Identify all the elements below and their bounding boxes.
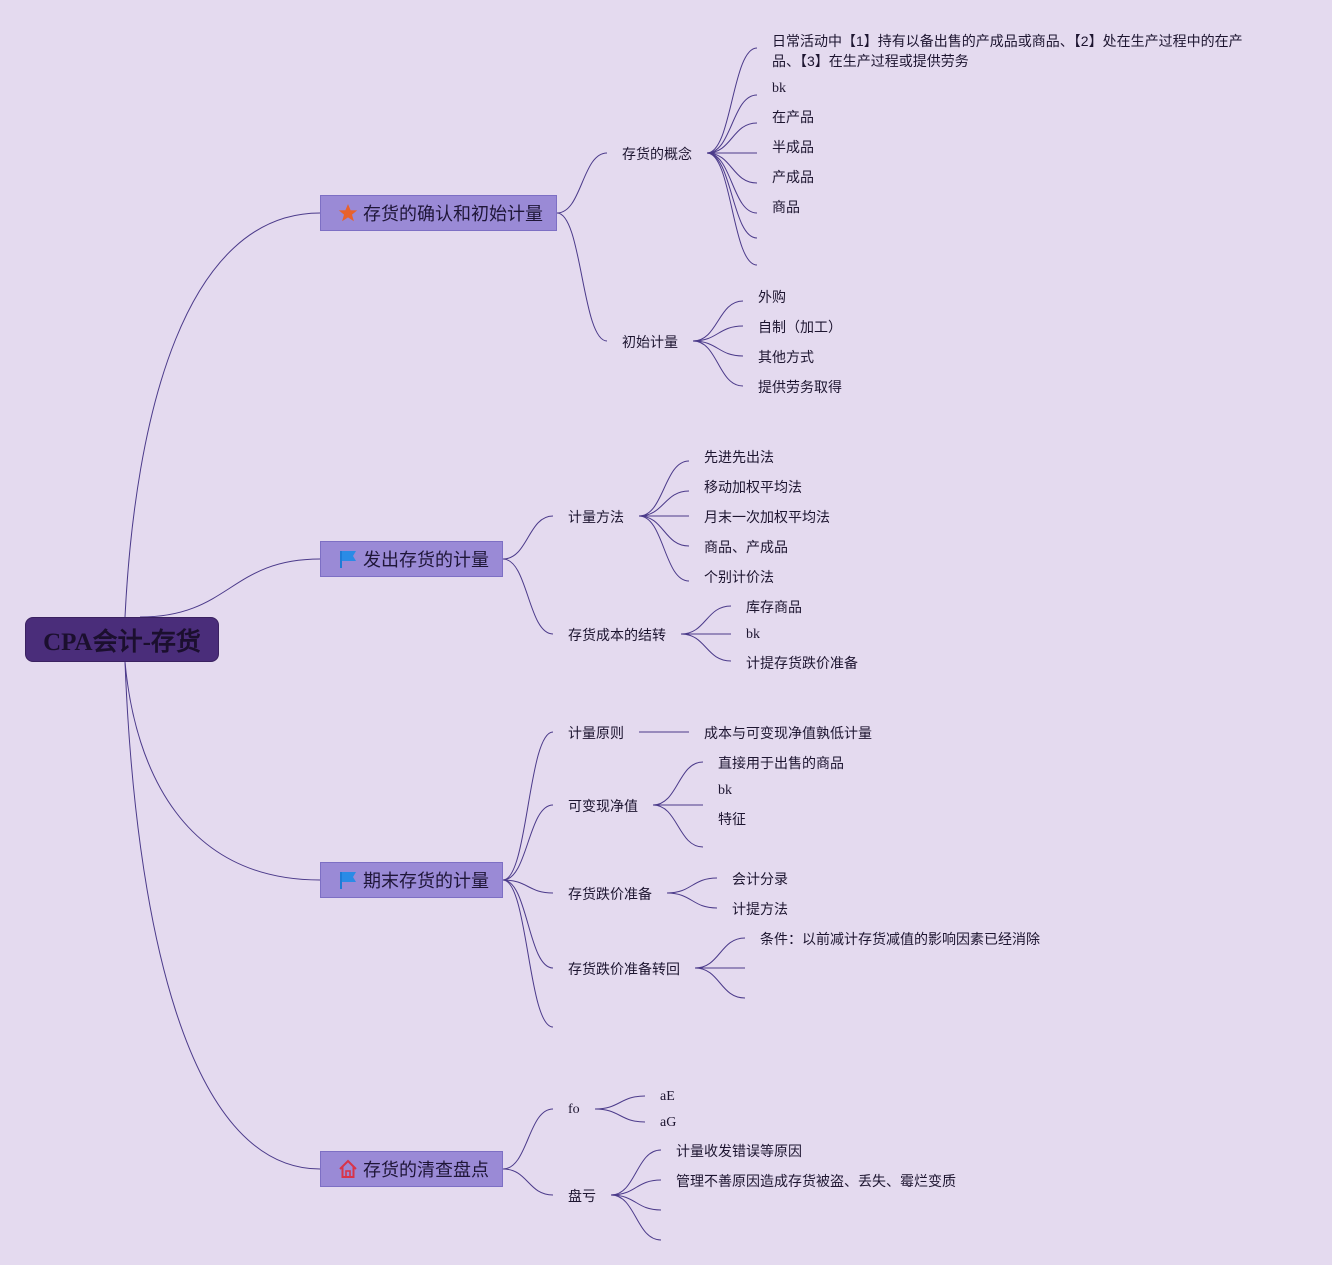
connector-line — [556, 152, 608, 214]
branch-node-period-end[interactable]: 期末存货的计量 — [320, 862, 503, 898]
home-icon — [337, 1158, 359, 1180]
sub-node[interactable]: 初始计量 — [622, 334, 678, 350]
branch-label: 存货的清查盘点 — [363, 1160, 489, 1180]
leaf-node[interactable]: 外购 — [758, 289, 786, 305]
sub-node[interactable]: 存货跌价准备转回 — [568, 961, 680, 977]
leaf-node[interactable]: bk — [746, 627, 760, 642]
connector-line — [706, 94, 758, 154]
branch-node-recognition[interactable]: 存货的确认和初始计量 — [320, 195, 557, 231]
leaf-node[interactable]: 商品 — [772, 199, 800, 215]
leaf-node[interactable]: 半成品 — [772, 139, 814, 155]
connector-line — [666, 892, 718, 909]
leaf-node[interactable]: aG — [660, 1115, 677, 1130]
connector-line — [610, 1194, 662, 1211]
leaf-node[interactable]: 管理不善原因造成存货被盗、丢失、霉烂变质 — [676, 1173, 956, 1189]
connector-line — [502, 879, 554, 1028]
connector-line — [610, 1179, 662, 1196]
connector-line — [638, 490, 690, 517]
root-connector — [124, 661, 321, 1170]
connector-line — [638, 515, 690, 582]
connector-line — [502, 1168, 554, 1196]
sub-node[interactable]: 存货跌价准备 — [568, 886, 652, 902]
branch-label: 发出存货的计量 — [363, 550, 489, 570]
connector-line — [502, 558, 554, 635]
leaf-node[interactable]: 日常活动中【1】持有以备出售的产成品或商品、【2】处在生产过程中的在产品、【3】… — [772, 33, 1243, 69]
connector-line — [610, 1194, 662, 1241]
sub-node[interactable]: 可变现净值 — [568, 798, 638, 814]
leaf-node[interactable]: 计提方法 — [732, 901, 788, 917]
connector-line — [706, 122, 758, 154]
leaf-node[interactable]: 商品、产成品 — [704, 539, 788, 555]
leaf-node[interactable]: 其他方式 — [758, 349, 814, 365]
sub-node[interactable]: 计量方法 — [568, 509, 624, 525]
connector-line — [594, 1095, 646, 1110]
root-connector — [124, 661, 321, 881]
connector-line — [706, 152, 758, 266]
flag-icon — [337, 869, 359, 891]
leaf-node[interactable]: 先进先出法 — [704, 449, 774, 465]
connector-line — [652, 804, 704, 848]
root-connector — [124, 212, 321, 618]
connector-line — [692, 325, 744, 342]
sub-node[interactable]: 存货成本的结转 — [568, 627, 666, 643]
connector-line — [638, 460, 690, 517]
flag-icon — [337, 548, 359, 570]
leaf-node[interactable]: 库存商品 — [746, 599, 802, 615]
connector-line — [694, 937, 746, 969]
connector-line — [680, 605, 732, 635]
leaf-node[interactable]: aE — [660, 1089, 675, 1104]
connector-line — [680, 633, 732, 662]
connector-line — [502, 879, 554, 969]
connector-line — [692, 300, 744, 342]
leaf-node[interactable]: 直接用于出售的商品 — [718, 755, 844, 771]
leaf-node[interactable]: 成本与可变现净值孰低计量 — [704, 725, 872, 741]
connector-line — [706, 152, 758, 214]
connector-line — [638, 515, 690, 547]
leaf-node[interactable]: 在产品 — [772, 109, 814, 125]
root-node[interactable]: CPA会计-存货 — [25, 617, 219, 662]
root-label: CPA会计-存货 — [43, 628, 201, 656]
connector-line — [502, 804, 554, 881]
connector-line — [706, 47, 758, 154]
connector-line — [706, 152, 758, 184]
connector-line — [610, 1149, 662, 1196]
connector-line — [594, 1108, 646, 1123]
connector-line — [556, 212, 608, 342]
leaf-node[interactable]: 个别计价法 — [704, 569, 774, 585]
connector-line — [502, 1108, 554, 1170]
sub-node[interactable]: 计量原则 — [568, 725, 624, 741]
leaf-node[interactable]: bk — [718, 783, 732, 798]
leaf-node[interactable]: 移动加权平均法 — [704, 479, 802, 495]
leaf-node[interactable]: bk — [772, 81, 786, 96]
connector-line — [502, 879, 554, 894]
connector-line — [666, 877, 718, 894]
connector-line — [692, 340, 744, 357]
connector-line — [706, 152, 758, 239]
branch-label: 存货的确认和初始计量 — [363, 204, 543, 224]
root-connector — [139, 558, 321, 618]
star-icon — [337, 202, 359, 224]
leaf-node[interactable]: 自制（加工） — [758, 319, 842, 335]
leaf-node[interactable]: 产成品 — [772, 169, 814, 185]
connector-line — [652, 761, 704, 806]
sub-node[interactable]: fo — [568, 1102, 580, 1117]
connector-line — [692, 340, 744, 387]
sub-node[interactable]: 盘亏 — [568, 1188, 596, 1204]
branch-node-issue[interactable]: 发出存货的计量 — [320, 541, 503, 577]
leaf-node[interactable]: 会计分录 — [732, 871, 788, 887]
leaf-node[interactable]: 提供劳务取得 — [758, 379, 842, 395]
branch-node-stocktake[interactable]: 存货的清查盘点 — [320, 1151, 503, 1187]
leaf-node[interactable]: 计提存货跌价准备 — [746, 655, 858, 671]
connector-line — [502, 731, 554, 881]
leaf-node[interactable]: 条件：以前减计存货减值的影响因素已经消除 — [760, 931, 1040, 947]
leaf-node[interactable]: 月末一次加权平均法 — [704, 509, 830, 525]
leaf-node[interactable]: 特征 — [718, 811, 746, 827]
leaf-node[interactable]: 计量收发错误等原因 — [676, 1143, 802, 1159]
sub-node[interactable]: 存货的概念 — [622, 146, 692, 162]
connector-line — [694, 967, 746, 999]
branch-label: 期末存货的计量 — [363, 871, 489, 891]
connector-line — [502, 515, 554, 560]
